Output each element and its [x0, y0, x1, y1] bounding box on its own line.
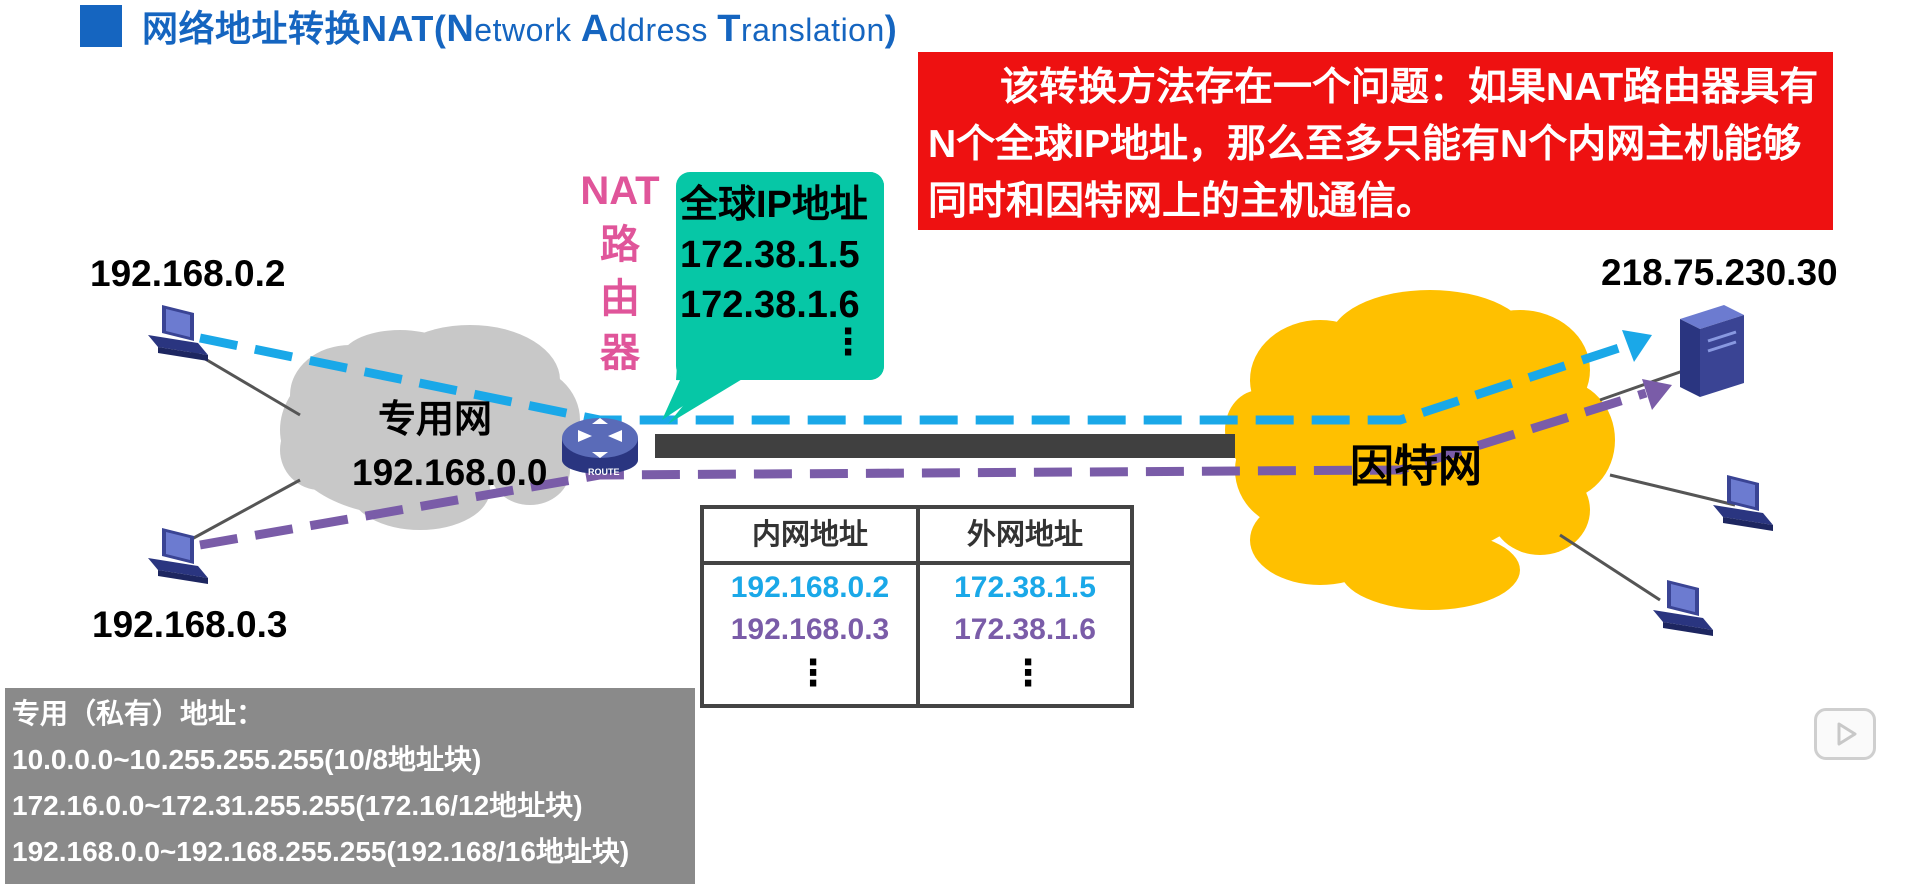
internet-host-1-desktop-computer-icon: [1713, 475, 1773, 531]
internet-cloud: [1225, 290, 1615, 610]
table-header-divider: [704, 561, 1130, 565]
host-a-ip-label: 192.168.0.2: [90, 253, 286, 294]
title-t: T: [717, 8, 742, 50]
arrow-head-blue-icon: [1622, 330, 1652, 362]
title-chinese: 网络地址转换NAT(: [142, 8, 447, 49]
table-header-inner: 内网地址: [751, 519, 868, 551]
arrow-head-purple-icon: [1642, 379, 1672, 410]
nat-translation-table: 内网地址 外网地址 192.168.0.2 172.38.1.5 192.168…: [700, 505, 1134, 708]
title-n: N: [446, 8, 475, 50]
title-a: A: [580, 8, 609, 50]
nat-router-label-line1: NAT: [580, 169, 660, 213]
global-ip-1: 172.38.1.5: [680, 234, 860, 276]
title-network: etwork: [474, 12, 581, 48]
table-ellipsis-outer: ⋮: [1010, 653, 1046, 694]
global-ip-2: 172.38.1.6: [680, 284, 860, 326]
nat-limitation-callout: 该转换方法存在一个问题：如果NAT路由器具有N个全球IP地址，那么至多只能有N个…: [918, 52, 1833, 230]
title-translation: ranslation: [741, 12, 885, 48]
table-row-2-inner: 192.168.0.3: [730, 613, 890, 646]
table-header-outer: 外网地址: [966, 519, 1083, 551]
private-range-3: 192.168.0.0~192.168.255.255(192.168/16地址…: [12, 836, 630, 867]
backbone-link: [655, 434, 1235, 458]
server-ip-label: 218.75.230.30: [1601, 252, 1838, 293]
table-row-1-inner: 192.168.0.2: [730, 571, 890, 604]
title-close-paren: ): [884, 8, 898, 49]
play-video-icon: [1837, 722, 1857, 746]
private-address-ranges: 专用（私有）地址： 10.0.0.0~10.255.255.255(10/8地址…: [5, 688, 695, 884]
private-range-1: 10.0.0.0~10.255.255.255(10/8地址块): [12, 744, 482, 775]
host-b-desktop-computer-icon: [148, 528, 208, 584]
global-ip-bubble-body: [676, 172, 884, 380]
private-range-2: 172.16.0.0~172.31.255.255(172.16/12地址块): [12, 790, 583, 821]
table-row-1-outer: 172.38.1.5: [954, 571, 1096, 604]
private-network-cloud: [280, 325, 580, 530]
router-icon: [562, 418, 638, 474]
global-ip-ellipsis: ⋮: [830, 322, 866, 363]
page-title: 网络地址转换NAT(Network Address Translation): [80, 0, 897, 52]
internet-label: 因特网: [1350, 442, 1482, 491]
internet-host-2-desktop-computer-icon: [1653, 580, 1713, 636]
title-address: ddress: [608, 12, 718, 48]
title-text: 网络地址转换NAT(Network Address Translation): [142, 0, 897, 52]
server-tower-icon: [1680, 305, 1744, 397]
private-network-address: 192.168.0.0: [352, 452, 548, 493]
global-ip-heading: 全球IP地址: [680, 184, 868, 226]
table-column-divider: [916, 509, 920, 704]
nat-router-label-line4: 器: [600, 331, 640, 375]
private-network-label: 专用网: [378, 399, 493, 441]
nat-router-label: NAT 路 由 器: [574, 164, 666, 380]
nat-router-label-line2: 路: [600, 223, 640, 267]
nat-router-label-line3: 由: [600, 277, 640, 321]
host-a-desktop-computer-icon: [148, 305, 208, 361]
private-ranges-heading: 专用（私有）地址：: [12, 698, 265, 729]
global-ip-bubble-tail: [668, 378, 744, 424]
router-device-text: ROUTE: [588, 467, 620, 477]
table-row-2-outer: 172.38.1.6: [954, 613, 1096, 646]
global-ip-list: 全球IP地址 172.38.1.5 172.38.1.6: [680, 180, 868, 330]
title-square-icon: [80, 5, 122, 47]
play-video-button[interactable]: [1814, 708, 1876, 760]
path-blue-192-168-0-2: [199, 333, 1630, 425]
host-b-ip-label: 192.168.0.3: [92, 604, 288, 645]
table-ellipsis-inner: ⋮: [795, 653, 831, 694]
path-purple-192-168-0-3: [199, 388, 1648, 550]
